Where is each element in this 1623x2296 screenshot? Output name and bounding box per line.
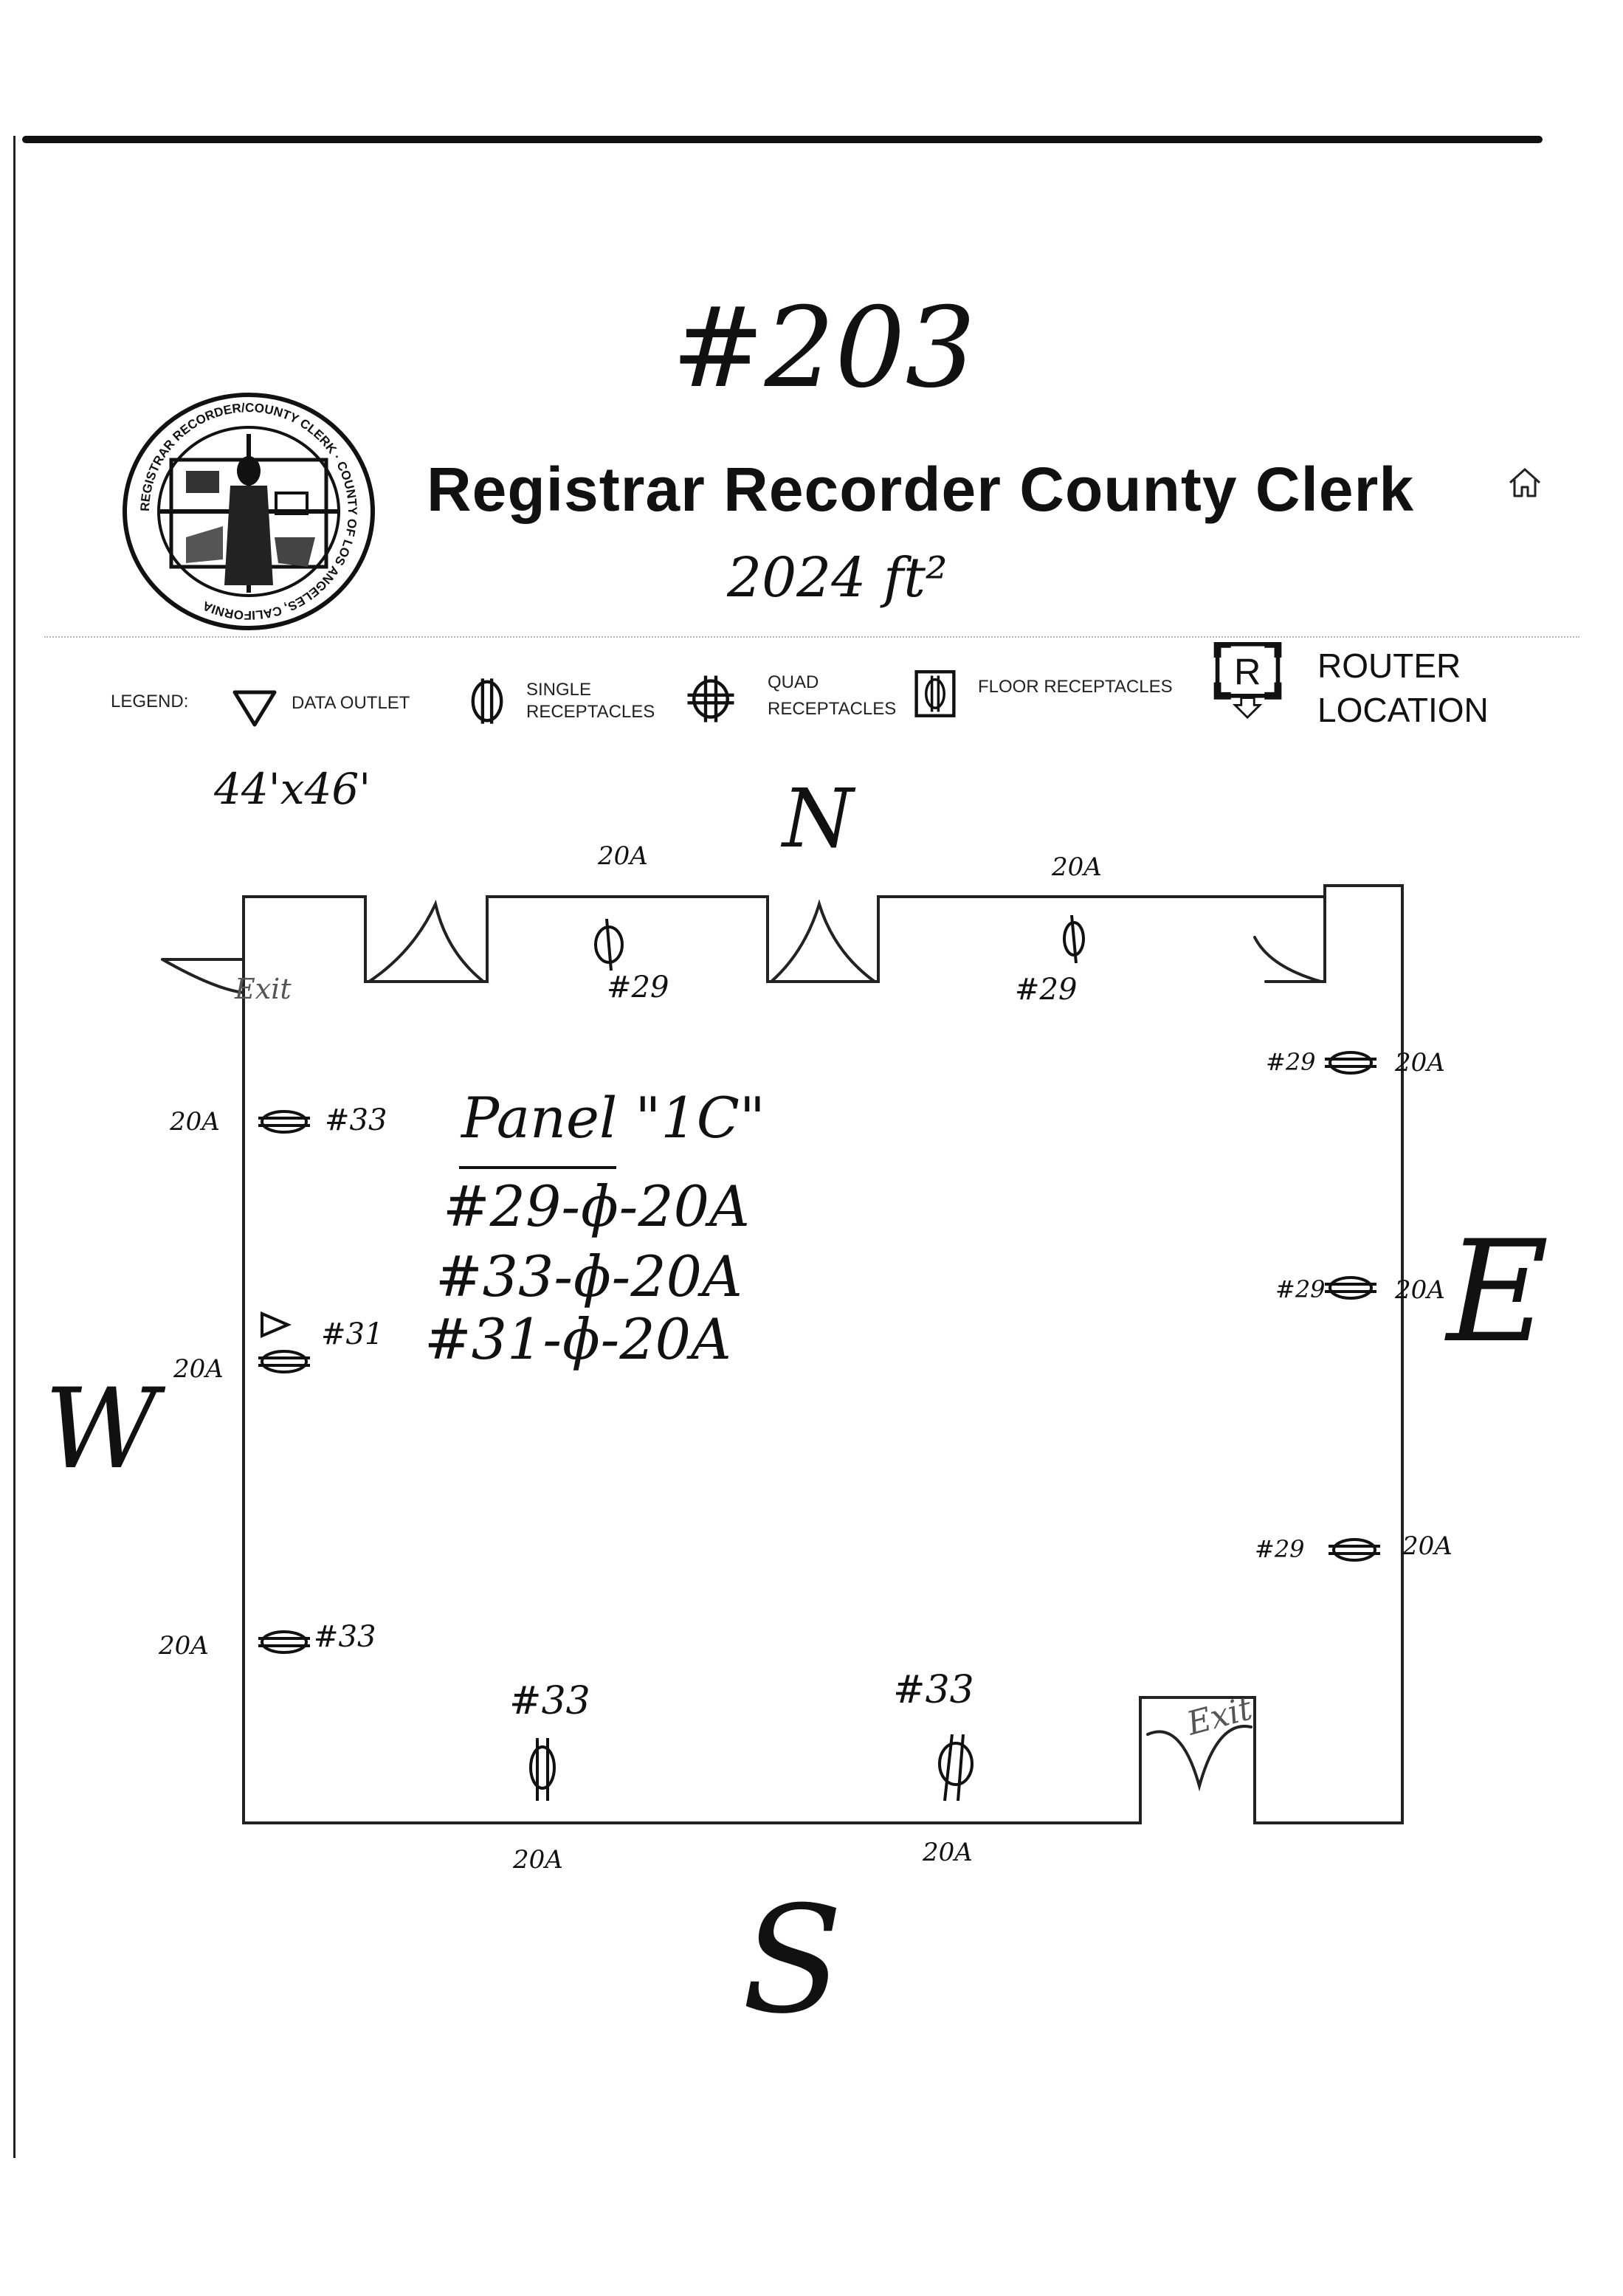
west-3-amp: 20A: [159, 1631, 209, 1661]
legend-single-1: SINGLE: [526, 680, 592, 700]
north-2-amp: 20A: [1052, 852, 1102, 882]
legend-floor: FLOOR RECEPTACLES: [978, 677, 1173, 697]
panel-title: Panel "1C": [461, 1085, 765, 1151]
west-1-amp: 20A: [170, 1107, 220, 1137]
floor-receptacle-icon: [914, 670, 956, 717]
east-2-amp: 20A: [1395, 1275, 1445, 1305]
south-2-amp: 20A: [923, 1838, 973, 1867]
compass-west: W: [44, 1365, 159, 1494]
router-legend-text: ROUTER LOCATION: [1317, 644, 1489, 732]
compass-east: E: [1447, 1210, 1549, 1373]
east-3-amp: 20A: [1402, 1531, 1453, 1561]
data-outlet-icon: [232, 690, 277, 727]
legend-label: LEGEND:: [111, 692, 189, 711]
panel-line-3: #31-ɸ-20A: [424, 1306, 731, 1372]
north-1-circuit: #29: [607, 971, 669, 1004]
router-letter: R: [1234, 650, 1261, 692]
room-dimensions: 44'x46': [214, 764, 371, 814]
west-3-circuit: #33: [314, 1620, 376, 1654]
north-2-circuit: #29: [1015, 973, 1078, 1007]
north-1-amp: 20A: [598, 841, 648, 871]
scan-top-edge: [22, 136, 1543, 143]
home-icon: [1509, 468, 1541, 497]
compass-north: N: [782, 771, 854, 866]
west-2-amp: 20A: [173, 1354, 224, 1384]
quad-receptacle-icon: [687, 675, 734, 723]
county-seal: REGISTRAR RECORDER/COUNTY CLERK · COUNTY…: [123, 393, 375, 630]
south-1-circuit: #33: [509, 1679, 590, 1723]
header-divider: [44, 636, 1579, 638]
compass-south: S: [742, 1875, 844, 2047]
scan-left-edge: [13, 136, 15, 2158]
south-1-amp: 20A: [513, 1845, 563, 1875]
area-note: 2024 ft²: [727, 546, 948, 610]
legend-quad-1: QUAD: [768, 672, 819, 692]
router-text-2: LOCATION: [1317, 691, 1489, 729]
sheet-number: #203: [672, 284, 976, 413]
legend-quad-2: RECEPTACLES: [768, 699, 897, 719]
legend-single-2: RECEPTACLES: [526, 702, 655, 722]
single-receptacle-icon: [471, 678, 503, 724]
page-title: Registrar Recorder County Clerk: [427, 455, 1415, 524]
south-2-circuit: #33: [893, 1668, 974, 1712]
east-1-amp: 20A: [1395, 1048, 1445, 1078]
receptacles: [258, 914, 1380, 1802]
router-icon: R: [1213, 642, 1282, 720]
router-text-1: ROUTER: [1317, 647, 1461, 685]
east-2-circuit: #29: [1275, 1275, 1326, 1303]
exit-label-nw: Exit: [235, 973, 292, 1005]
east-1-circuit: #29: [1266, 1048, 1316, 1076]
panel-line-2: #33-ɸ-20A: [435, 1244, 742, 1309]
east-3-circuit: #29: [1255, 1535, 1305, 1563]
west-1-circuit: #33: [325, 1103, 387, 1137]
panel-line-1: #29-ɸ-20A: [443, 1173, 750, 1239]
legend-data-outlet: DATA OUTLET: [292, 693, 410, 713]
west-2-circuit: #31: [321, 1317, 384, 1351]
